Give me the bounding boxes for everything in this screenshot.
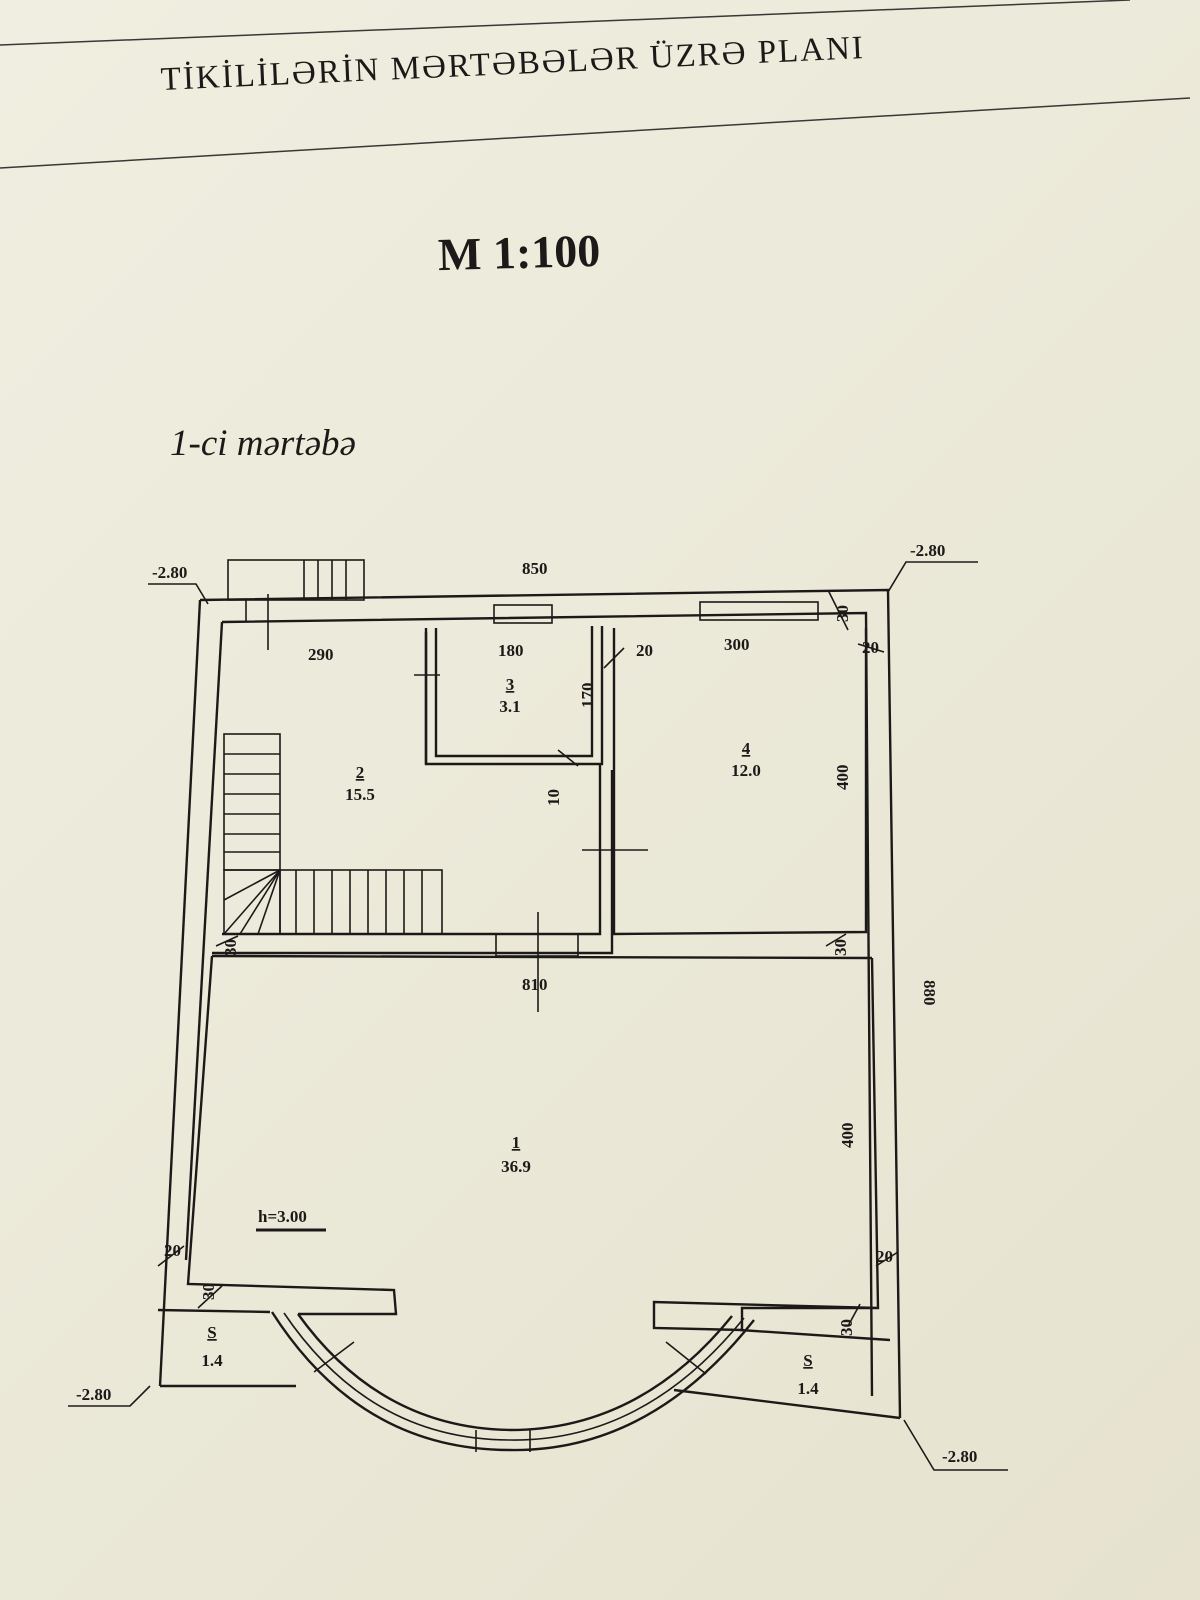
elevation-bottom-left: -2.80 [76, 1385, 111, 1404]
dim-wall-30-b: 30 [221, 939, 240, 956]
room-number: 4 [742, 739, 751, 758]
room-1-walls [186, 954, 880, 1332]
room-label-3: 3 3.1 [499, 675, 520, 716]
room-area: 3.1 [499, 697, 520, 716]
room-label-1: 1 36.9 [501, 1133, 531, 1176]
top-windows [493, 601, 819, 624]
exterior-steps [227, 559, 365, 650]
height-label: h=3.00 [258, 1207, 307, 1226]
dim-wall-30-d: 30 [199, 1283, 218, 1300]
inner-door [495, 912, 579, 1012]
room-number: 2 [356, 763, 365, 782]
dim-room3-depth: 170 [578, 683, 597, 709]
room-4-walls [582, 628, 868, 936]
dim-top-total: 850 [522, 559, 548, 578]
dim-wall-20-top: 20 [636, 641, 653, 660]
room-number: 1 [512, 1133, 521, 1152]
dim-wall-30-c: 30 [831, 939, 850, 956]
side-area-right: S 1.4 [797, 1351, 819, 1398]
dim-room3-width: 180 [498, 641, 524, 660]
dim-partition-10: 10 [544, 789, 563, 806]
room-label-4: 4 12.0 [731, 739, 761, 780]
dim-wall-20-b: 20 [164, 1241, 181, 1260]
room-area: 36.9 [501, 1157, 531, 1176]
dim-room4-depth: 400 [833, 765, 852, 791]
dimension-ticks [157, 589, 899, 1327]
floor-label: 1-ci mərtəbə [170, 423, 356, 464]
side-area-value: 1.4 [797, 1379, 819, 1398]
dim-right-total: 880 [920, 980, 939, 1006]
elevation-bottom-right: -2.80 [942, 1447, 977, 1466]
side-area-left: S 1.4 [201, 1323, 223, 1370]
elevation-markers [68, 561, 1008, 1471]
side-area-value: 1.4 [201, 1351, 223, 1370]
room-area: 15.5 [345, 785, 375, 804]
dim-wall-20-a: 20 [862, 638, 879, 657]
room-number: 3 [506, 675, 515, 694]
elevation-top-right: -2.80 [910, 541, 945, 560]
dim-wall-30-a: 30 [833, 605, 852, 622]
dim-room1-width: 810 [522, 975, 548, 994]
room-label-2: 2 15.5 [345, 763, 375, 804]
interior-staircase [223, 733, 443, 935]
dim-room4-width: 300 [724, 635, 750, 654]
dim-room1-depth: 400 [838, 1123, 857, 1149]
dim-wall-30-e: 30 [837, 1319, 856, 1336]
side-area-label: S [803, 1351, 812, 1370]
dim-wall-20-c: 20 [876, 1247, 893, 1266]
bay-window [270, 1311, 755, 1452]
room-area: 12.0 [731, 761, 761, 780]
header-border [0, 0, 1191, 169]
dim-room2-width: 290 [308, 645, 334, 664]
side-area-label: S [207, 1323, 216, 1342]
outer-walls [157, 588, 902, 1420]
elevation-top-left: -2.80 [152, 563, 187, 582]
